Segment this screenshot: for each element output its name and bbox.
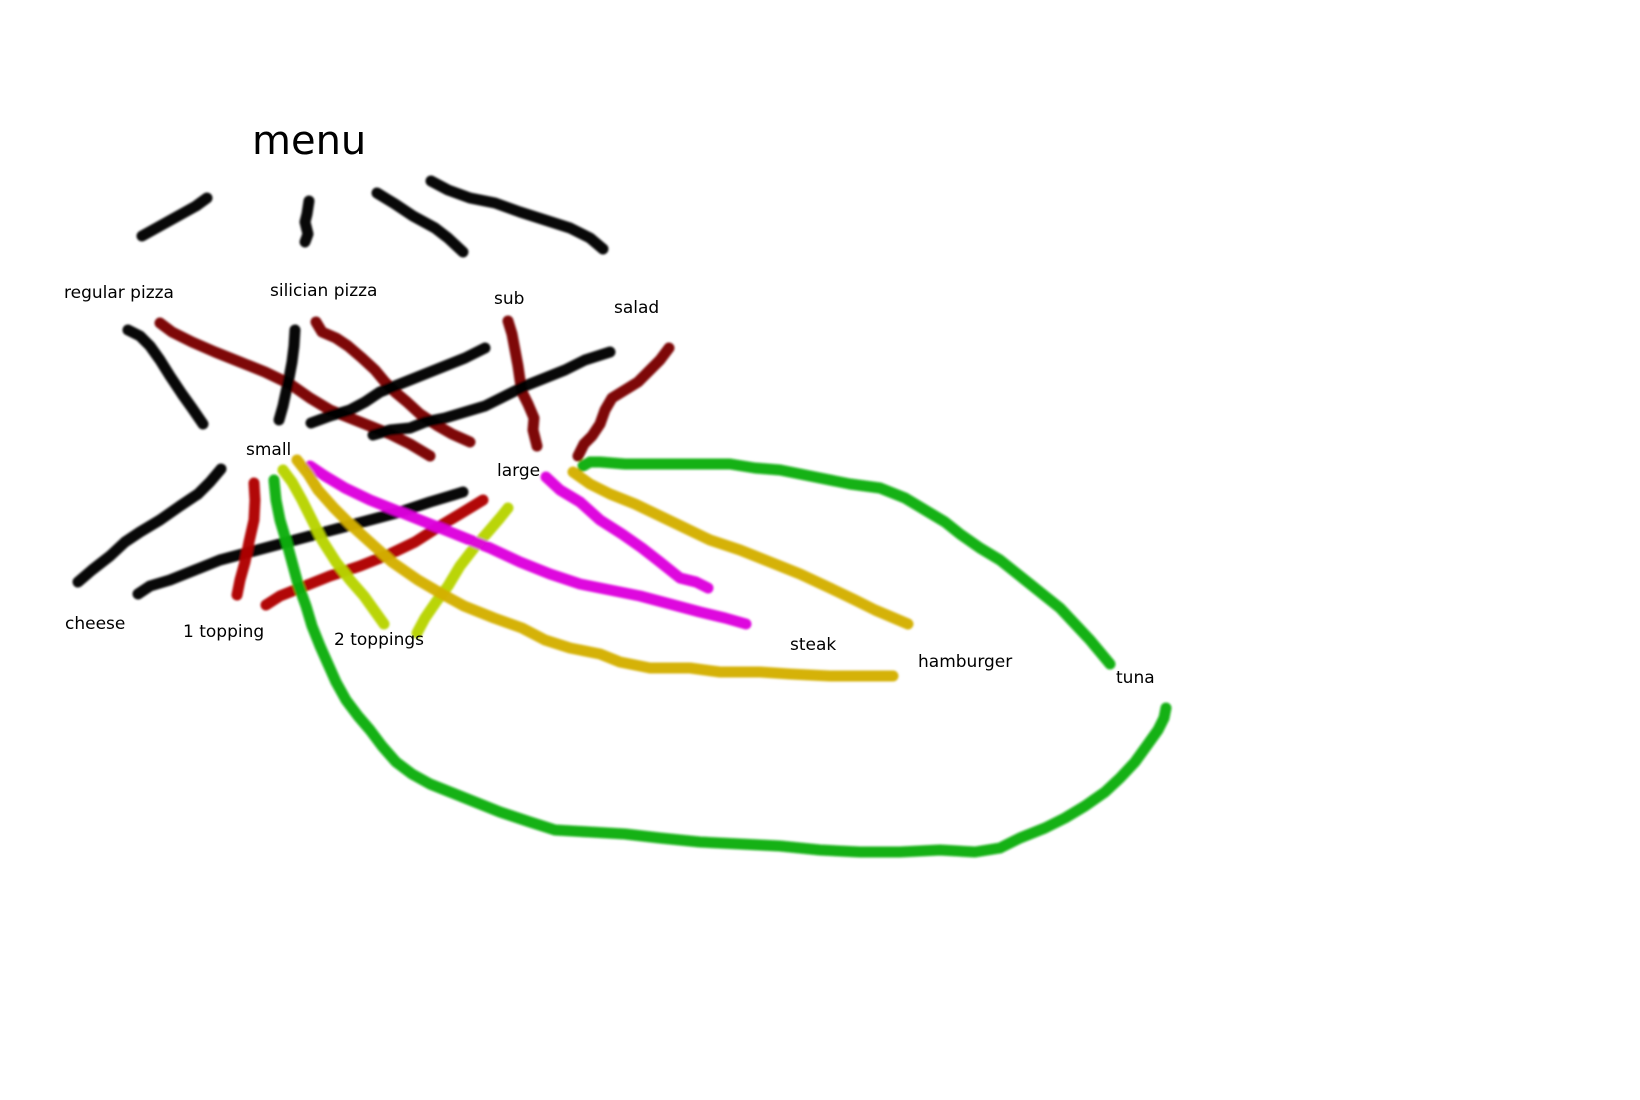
- line-small-to-tuna: [268, 474, 1172, 858]
- line-large-to-2-toppings: [411, 502, 514, 639]
- node-salad: salad: [614, 298, 660, 318]
- node-1-topping: 1 topping: [183, 622, 265, 642]
- line-salad-to-large: [572, 342, 675, 462]
- line-salad-to-small: [367, 346, 616, 441]
- line-large-to-steak: [540, 471, 714, 594]
- line-silician-pizza-to-small: [273, 324, 301, 426]
- line-small-to-hamburger: [291, 454, 899, 682]
- line-small-to-1-topping: [231, 477, 261, 601]
- node-hamburger: hamburger: [918, 652, 1013, 672]
- node-sub: sub: [494, 289, 525, 309]
- node-tuna: tuna: [1116, 668, 1155, 688]
- line-regular-pizza-to-small: [122, 324, 209, 430]
- line-silician-pizza-to-large: [310, 316, 476, 448]
- line-small-to-2-toppings: [277, 464, 390, 630]
- line-sub-to-small: [305, 342, 491, 429]
- line-small-to-cheese: [72, 463, 227, 588]
- node-steak: steak: [790, 635, 837, 655]
- node-2-toppings: 2 toppings: [334, 630, 425, 650]
- line-menu-to-silician-pizza: [299, 195, 315, 248]
- node-small: small: [246, 440, 292, 460]
- line-menu-to-sub: [371, 187, 469, 258]
- line-large-to-hamburger: [567, 466, 914, 630]
- node-silician-pizza: silician pizza: [270, 281, 378, 301]
- line-large-to-tuna: [577, 456, 1116, 670]
- line-small-to-steak: [304, 460, 752, 630]
- line-large-to-cheese: [132, 486, 469, 600]
- node-cheese: cheese: [65, 614, 126, 634]
- diagram-title: menu: [252, 118, 367, 164]
- line-menu-to-salad: [425, 175, 609, 255]
- line-menu-to-regular-pizza: [136, 192, 213, 242]
- node-large: large: [497, 461, 541, 481]
- line-large-to-1-topping: [260, 494, 489, 611]
- node-regular-pizza: regular pizza: [64, 283, 174, 303]
